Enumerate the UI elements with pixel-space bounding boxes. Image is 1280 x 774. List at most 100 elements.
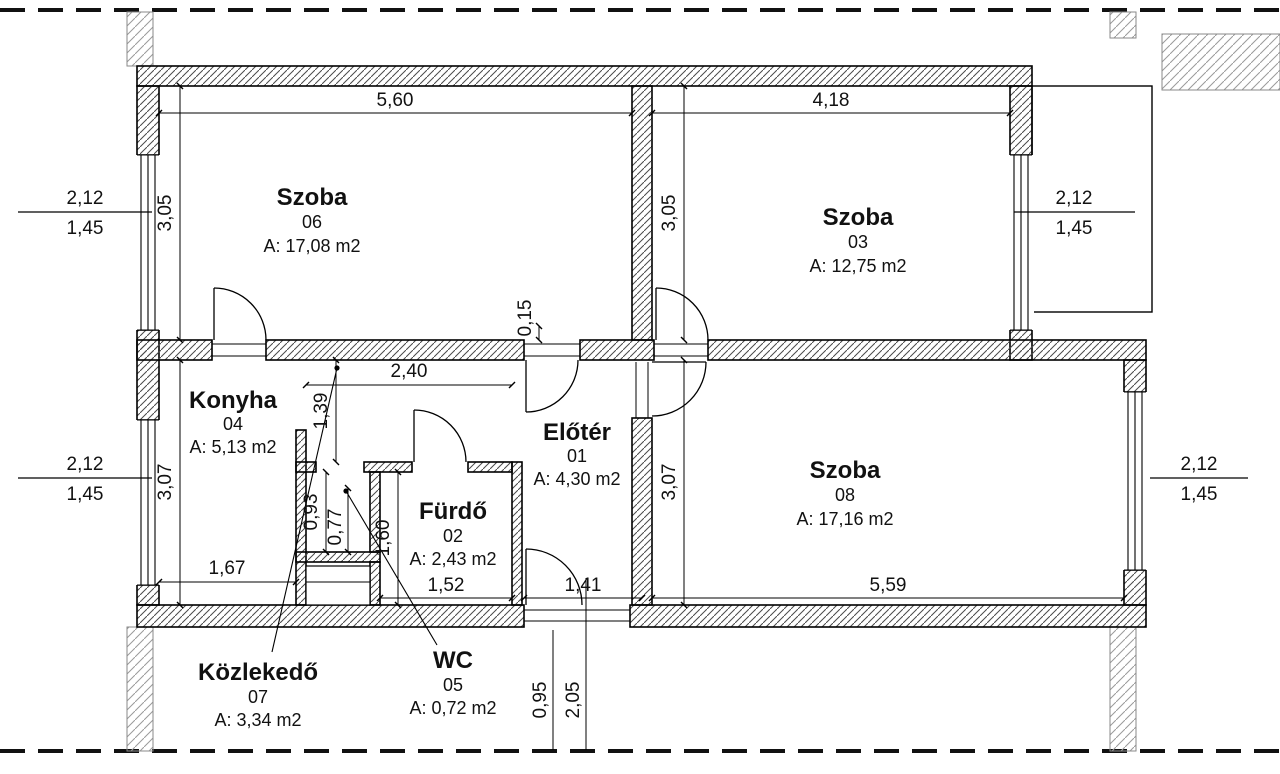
room-eloter-number: 01 [567,446,587,466]
wall-right-upper-a [1009,85,1033,156]
room-szoba08-name: Szoba [810,457,881,484]
room-szoba06-area: A: 17,08 m2 [263,236,360,256]
window-top-left [135,154,161,331]
room-label-eloter: Előtér 01 A: 4,30 m2 [533,419,620,489]
dim-konyha-height: 3,07 [155,464,176,501]
wall-left-a [136,85,160,156]
wall-right-lower-a [1123,359,1147,393]
room-label-szoba06: Szoba 06 A: 17,08 m2 [263,184,360,256]
room-eloter-name: Előtér [543,419,611,446]
room-szoba03-name: Szoba [823,204,894,231]
window-bottom-right [1122,391,1148,571]
wall-bottom-b [629,604,1147,628]
wall-mid-a [136,339,213,361]
room-furdo-number: 02 [443,526,463,546]
dimension-labels: 5,60 4,18 3,05 3,05 3,07 3,07 0,15 2,40 … [67,90,1218,718]
boundary-dashed-lines [0,8,1280,753]
dim-szoba06-height: 3,05 [155,195,176,232]
room-label-furdo: Fürdő 02 A: 2,43 m2 [409,498,496,569]
room-szoba03-area: A: 12,75 m2 [809,256,906,276]
wall-furdo-left-a [369,471,381,553]
room-label-szoba08: Szoba 08 A: 17,16 m2 [796,457,893,529]
door-szoba08 [651,361,707,417]
room-konyha-area: A: 5,13 m2 [189,437,276,457]
dim-szoba06-width: 5,60 [377,90,414,111]
window-top-left-height: 1,45 [67,218,104,239]
dim-corridor-length: 1,39 [311,393,332,430]
room-konyha-name: Konyha [189,387,278,414]
dim-wc-length: 0,93 [301,494,322,531]
wall-center-vertical-b [631,417,653,606]
shaft-outline [305,565,371,606]
room-label-wc: WC 05 A: 0,72 m2 [409,647,496,718]
dim-entrance-width: 1,41 [565,575,602,596]
dim-corridor-width: 2,40 [391,361,428,382]
wall-furdo-left-b [369,561,381,606]
loggia-outline [1031,85,1153,313]
room-labels: Szoba 06 A: 17,08 m2 Szoba 03 A: 12,75 m… [189,184,907,730]
wall-mid-b [265,339,525,361]
dim-szoba03-width: 4,18 [813,90,850,111]
window-bottom-right-height: 1,45 [1181,484,1218,505]
room-konyha-number: 04 [223,414,243,434]
door-szoba06 [213,287,267,341]
room-label-szoba03: Szoba 03 A: 12,75 m2 [809,204,906,276]
window-bottom-left-height: 1,45 [67,484,104,505]
context-strip-right-top [1109,11,1137,39]
windows [135,154,1148,586]
room-szoba03-number: 03 [848,232,868,252]
context-block-top-right [1161,33,1280,91]
dim-wall-offset: 0,15 [515,300,536,337]
room-szoba08-number: 08 [835,485,855,505]
door-furdo [413,409,467,463]
room-label-kozlekedo: Közlekedő 07 A: 3,34 m2 [198,659,318,730]
dim-furdo-width: 1,52 [428,575,465,596]
wall-eloter-left [511,461,523,606]
context-strip-left-top [126,11,154,67]
room-szoba08-area: A: 17,16 m2 [796,509,893,529]
dim-furdo-length: 1,60 [373,520,394,557]
dim-entrance-offset-a: 0,95 [530,682,551,719]
window-top-right-height: 1,45 [1056,218,1093,239]
wall-bottom-a [136,604,525,628]
doors [213,287,709,606]
leader-wc-dot [343,488,349,494]
wall-mid-c [579,339,655,361]
room-wc-name: WC [433,647,473,674]
window-bottom-left-width: 2,12 [67,454,104,475]
leader-kozlekedo [271,367,338,653]
wall-furdo-top [467,461,513,473]
dim-wc-width: 0,77 [325,509,346,546]
shaft [305,565,371,606]
walls [136,65,1147,628]
room-eloter-area: A: 4,30 m2 [533,469,620,489]
window-top-right [1008,154,1034,331]
wall-left-c [136,584,160,606]
leader-kozlekedo-dot [334,365,340,371]
wall-wc-bottom [295,551,381,563]
wall-right-lower-b [1123,569,1147,606]
room-kozlekedo-area: A: 3,34 m2 [214,710,301,730]
dim-konyha-width: 1,67 [209,558,246,579]
wall-wc-top-b [363,461,413,473]
room-wc-area: A: 0,72 m2 [409,698,496,718]
dimension-lines [18,82,1248,750]
dim-szoba03-height: 3,05 [659,195,680,232]
room-kozlekedo-number: 07 [248,687,268,707]
thresholds [212,343,708,622]
context-strip-left-bottom [126,626,154,752]
room-kozlekedo-name: Közlekedő [198,659,318,686]
room-szoba06-number: 06 [302,212,322,232]
window-bottom-left [135,419,161,586]
door-szoba03 [655,287,709,341]
door-eloter [525,359,579,413]
window-top-right-width: 2,12 [1056,188,1093,209]
wall-konyha-partition [295,429,307,606]
window-top-left-width: 2,12 [67,188,104,209]
wall-wc-top-a [295,461,317,473]
wall-center-vertical-a [631,85,653,341]
leader-wc [345,490,438,646]
room-wc-number: 05 [443,675,463,695]
room-label-konyha: Konyha 04 A: 5,13 m2 [189,387,278,457]
